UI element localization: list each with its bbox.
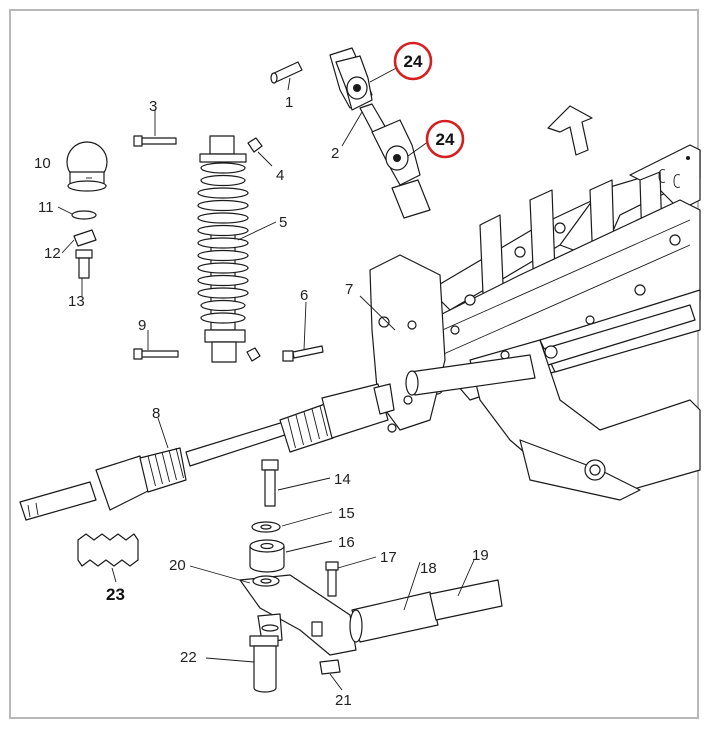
spring-coil <box>197 187 249 199</box>
spring-coil <box>200 299 246 312</box>
pivot-pin-22 <box>249 635 279 693</box>
spring-coil <box>200 174 246 187</box>
label-14: 14 <box>334 471 351 488</box>
label-12: 12 <box>44 245 61 262</box>
steering-shaft-assembly <box>270 47 431 219</box>
part-labels: 1 2 3 4 5 6 7 8 9 10 11 12 13 14 15 16 1… <box>34 94 489 709</box>
cv-boot-23 <box>77 533 139 567</box>
nut-4 <box>247 137 263 153</box>
spring-coil <box>200 312 246 324</box>
boot-ridge <box>154 453 163 485</box>
callout-upper: 24 <box>393 41 433 81</box>
nut-small <box>246 347 261 362</box>
lower-arm <box>239 574 357 656</box>
boot-ridge <box>319 405 328 437</box>
bolt-14 <box>261 459 279 507</box>
label-20: 20 <box>169 557 186 574</box>
spring-coil <box>200 162 246 174</box>
spring-coil <box>197 212 249 224</box>
label-1: 1 <box>285 94 293 111</box>
label-8: 8 <box>152 405 160 422</box>
spring-coil <box>197 262 249 274</box>
label-21: 21 <box>335 692 352 709</box>
ball-joint-group <box>66 141 108 279</box>
label-11: 11 <box>38 199 54 216</box>
label-19: 19 <box>472 547 489 564</box>
label-2: 2 <box>331 145 339 162</box>
label-9: 9 <box>138 317 146 334</box>
tie-rod-tube <box>349 579 503 643</box>
label-18: 18 <box>420 560 437 577</box>
washer-15 <box>251 521 281 533</box>
bolt-3 <box>133 135 177 147</box>
label-3: 3 <box>149 98 157 115</box>
spring-coil <box>197 274 249 287</box>
bushing-16 <box>249 539 285 573</box>
label-23: 23 <box>106 585 125 604</box>
callout-lower-text: 24 <box>436 130 455 149</box>
boot-ridge <box>175 447 184 479</box>
label-16: 16 <box>338 534 355 551</box>
label-13: 13 <box>68 293 85 310</box>
spring-coil <box>197 249 249 262</box>
boot-ridge <box>168 449 177 481</box>
boot-ridge <box>295 414 304 446</box>
label-22: 22 <box>180 649 197 666</box>
bolt-9 <box>133 348 179 360</box>
boot-ridge <box>287 417 296 449</box>
callout-upper-text: 24 <box>404 52 423 71</box>
bolt-17 <box>325 561 339 597</box>
nut-21 <box>319 659 341 675</box>
spring-coil <box>197 224 249 237</box>
spring-coil <box>197 199 249 212</box>
arrow-icon <box>547 105 593 156</box>
leader-lines <box>57 63 475 691</box>
label-4: 4 <box>276 167 284 184</box>
label-5: 5 <box>279 214 287 231</box>
label-6: 6 <box>300 287 308 304</box>
boot-ridge <box>311 408 320 440</box>
label-15: 15 <box>338 505 355 522</box>
label-17: 17 <box>380 549 397 566</box>
spring-coil <box>197 287 249 299</box>
shock-absorber <box>197 135 249 363</box>
drive-axle <box>19 383 395 521</box>
callout-lower: 24 <box>425 119 465 159</box>
boot-ridge <box>147 455 156 487</box>
label-7: 7 <box>345 281 353 298</box>
boot-ridge <box>161 451 170 483</box>
bolt-6 <box>282 345 324 362</box>
boot-ridge <box>303 411 312 443</box>
spring-coil <box>197 237 249 249</box>
label-10: 10 <box>34 155 51 172</box>
